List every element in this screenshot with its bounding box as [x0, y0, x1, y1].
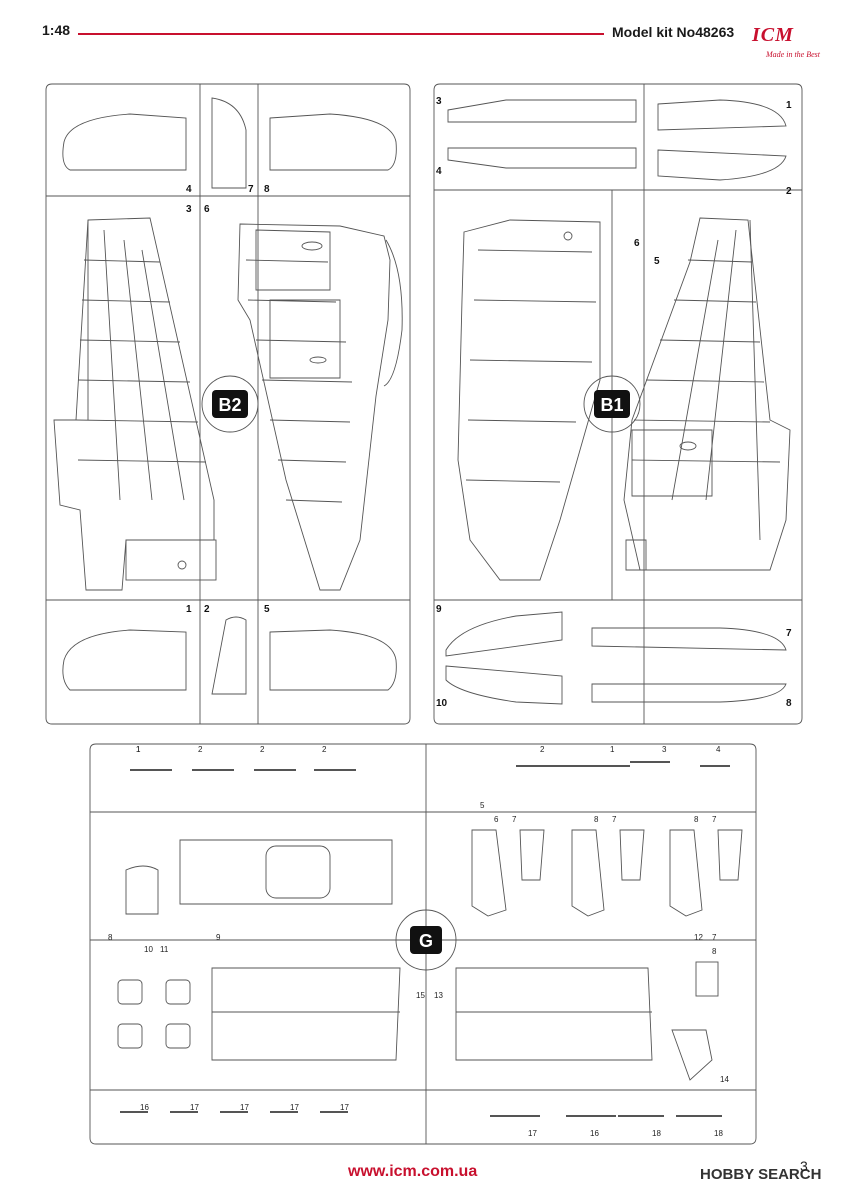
b1-wing-right: [623, 217, 791, 571]
b2-aileron-right: [269, 629, 397, 691]
b1-part-2: [657, 149, 787, 181]
b2-part-number: 1: [186, 604, 192, 615]
b2-hub: [201, 375, 259, 433]
b1-part-9: [445, 611, 563, 657]
g-part-number: 6: [494, 815, 499, 824]
scale-label: 1:48: [42, 22, 71, 38]
b2-elevator-right: [269, 113, 397, 171]
g-part-number: 13: [434, 991, 443, 1000]
g-part-number: 17: [340, 1103, 349, 1112]
b1-part-number: 7: [786, 628, 792, 639]
b2-part-number: 3: [186, 204, 192, 215]
b1-part-number: 6: [634, 238, 640, 249]
g-part-number: 8: [108, 933, 113, 942]
g-part-number: 18: [714, 1129, 723, 1138]
b2-part-number: 4: [186, 184, 192, 195]
g-floor-left: [211, 967, 401, 1061]
b2-elevator-left: [62, 113, 187, 171]
b1-part-number: 3: [436, 96, 442, 107]
b2-frame: [45, 83, 411, 725]
brand-slogan: Made in the Best: [766, 50, 820, 59]
g-part-number: 7: [712, 933, 717, 942]
b1-part-number: 2: [786, 186, 792, 197]
g-badge: G: [410, 926, 442, 954]
b2-fuselage-right: [237, 223, 391, 591]
g-part-number: 8: [594, 815, 599, 824]
g-part-number: 7: [712, 815, 717, 824]
b1-part-7: [591, 627, 787, 651]
b2-part-number: 7: [248, 184, 254, 195]
g-part-number: 8: [712, 947, 717, 956]
b1-part-number: 1: [786, 100, 792, 111]
b2-part-number: 6: [204, 204, 210, 215]
g-seat-back: [125, 865, 159, 915]
b1-part-4: [447, 147, 637, 169]
g-part-number: 1: [136, 745, 141, 754]
g-part-number: 18: [652, 1129, 661, 1138]
g-part-number: 5: [480, 801, 485, 810]
g-part-number: 1: [136, 745, 141, 754]
g-part-number: 1: [610, 745, 615, 754]
b1-part-1: [657, 99, 787, 131]
b1-frame: [433, 83, 803, 725]
b1-part-number: 5: [654, 256, 660, 267]
g-part-number: 7: [512, 815, 517, 824]
g-part-number: 4: [716, 745, 721, 754]
g-part-number: 16: [140, 1103, 149, 1112]
g-part-number: 16: [590, 1129, 599, 1138]
b2-part-number: 5: [264, 604, 270, 615]
g-part-number: 17: [528, 1129, 537, 1138]
header-rule: [78, 33, 604, 35]
svg-text:B1: B1: [600, 395, 623, 415]
svg-text:B2: B2: [218, 395, 241, 415]
g-part-number: 2: [540, 745, 545, 754]
g-floor-right: [455, 967, 653, 1061]
b2-aileron-left: [62, 629, 187, 691]
g-part-number: 10: [144, 945, 153, 954]
g-part-number: 14: [720, 1075, 729, 1084]
footer-url[interactable]: www.icm.com.ua: [348, 1163, 478, 1180]
brand-logo: ICM: [752, 24, 794, 46]
g-part-number: 12: [694, 933, 703, 942]
b1-part-number: 8: [786, 698, 792, 709]
g-part-number: 11: [160, 945, 169, 954]
b1-part-10: [445, 665, 563, 705]
g-part-number: 9: [216, 933, 221, 942]
g-part-number: 3: [662, 745, 667, 754]
page-number: 3: [800, 1158, 808, 1174]
g-part-number: 8: [694, 815, 699, 824]
b2-wing-left: [53, 217, 215, 591]
b2-badge: B2: [212, 390, 248, 418]
b1-fuselage-left: [457, 219, 601, 581]
g-part-number: 17: [290, 1103, 299, 1112]
g-cockpit-deck: [179, 839, 393, 905]
b1-badge: B1: [594, 390, 630, 418]
g-hub: [395, 909, 457, 971]
b1-part-number: 4: [436, 166, 442, 177]
b1-part-number: 10: [436, 698, 448, 709]
g-part-number: 17: [240, 1103, 249, 1112]
b1-part-number: 9: [436, 604, 442, 615]
b2-lower-tab: [211, 616, 247, 695]
g-part-number: 2: [322, 745, 327, 754]
b1-part-8: [591, 683, 787, 703]
g-part-number: 7: [612, 815, 617, 824]
g-part-number: 2: [260, 745, 265, 754]
svg-text:G: G: [419, 931, 433, 951]
kit-number: Model kit No48263: [612, 24, 735, 40]
b1-part-3: [447, 99, 637, 123]
g-frame: [89, 743, 757, 1145]
g-part-number: 15: [416, 991, 425, 1000]
b2-part-number: 8: [264, 184, 270, 195]
g-part-number: 2: [198, 745, 203, 754]
b1-hub: [583, 375, 641, 433]
watermark: HOBBY SEARCH: [700, 1166, 822, 1183]
b2-part-number: 2: [204, 604, 210, 615]
g-part-number: 17: [190, 1103, 199, 1112]
b2-tab: [211, 97, 247, 189]
